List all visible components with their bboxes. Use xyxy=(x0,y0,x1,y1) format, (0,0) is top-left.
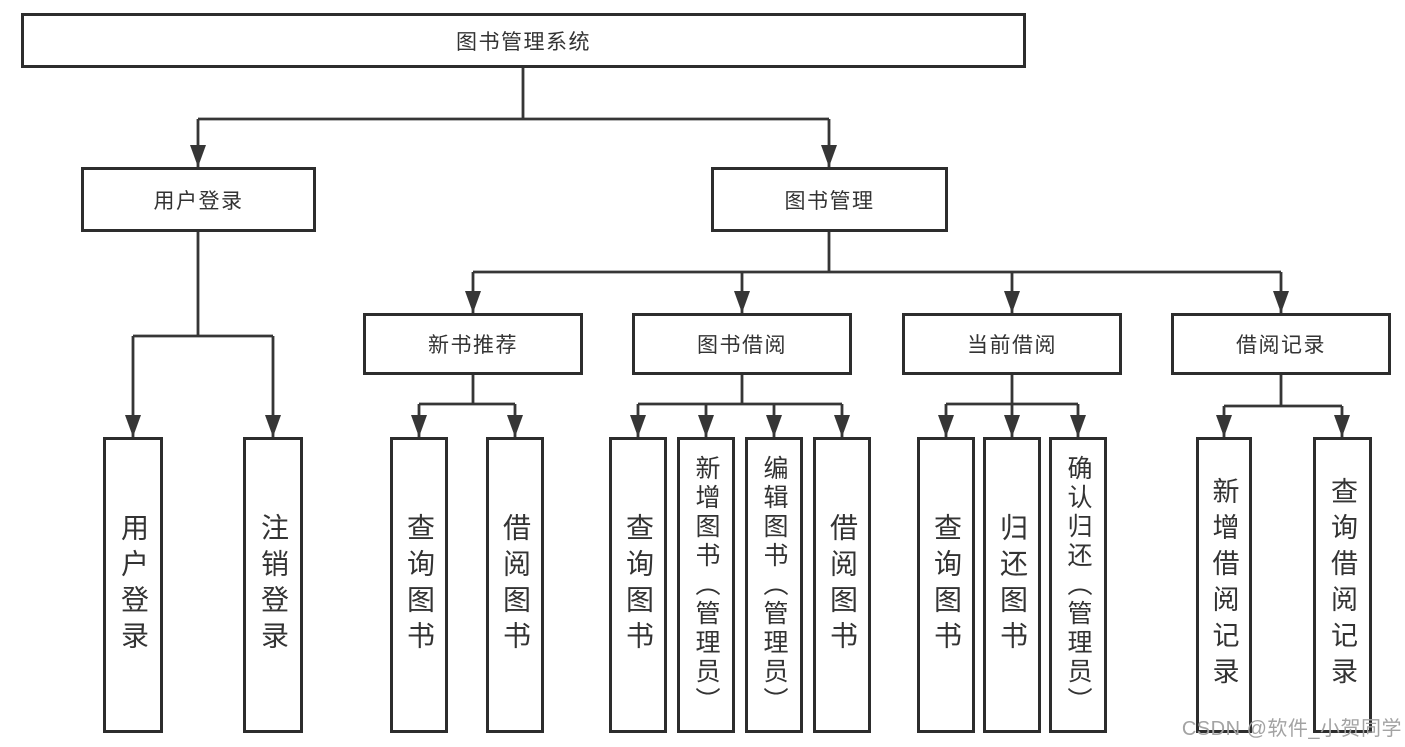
node-book-borrowing: 图书借阅 xyxy=(632,313,852,375)
node-book-borrowing-label: 图书借阅 xyxy=(697,334,787,357)
leaf-query-books-current: 查询图书 xyxy=(917,437,975,733)
leaf-return-books: 归还图书 xyxy=(983,437,1041,733)
node-current-borrowing: 当前借阅 xyxy=(902,313,1122,375)
leaf-user-login-label: 用户登录 xyxy=(118,513,149,657)
leaf-query-books-borrowing: 查询图书 xyxy=(609,437,667,733)
leaf-borrow-books-recommend-label: 借阅图书 xyxy=(500,513,531,657)
node-book-management-label: 图书管理 xyxy=(784,189,875,213)
node-new-book-recommend-label: 新书推荐 xyxy=(428,334,518,357)
leaf-return-books-label: 归还图书 xyxy=(997,513,1028,657)
leaf-query-borrow-record: 查询借阅记录 xyxy=(1313,437,1372,733)
leaf-query-books-recommend-label: 查询图书 xyxy=(404,513,435,657)
leaf-borrow-books-borrowing-label: 借阅图书 xyxy=(827,513,858,657)
leaf-confirm-return-admin: 确认归还（管理员） xyxy=(1049,437,1107,733)
leaf-confirm-return-admin-label: 确认归还（管理员） xyxy=(1064,454,1092,716)
leaf-add-borrow-record-label: 新增借阅记录 xyxy=(1208,477,1239,693)
leaf-add-borrow-record: 新增借阅记录 xyxy=(1196,437,1252,733)
node-current-borrowing-label: 当前借阅 xyxy=(967,334,1057,357)
leaf-query-books-borrowing-label: 查询图书 xyxy=(623,513,654,657)
csdn-watermark: CSDN @软件_小贺同学 xyxy=(1181,718,1402,740)
leaf-borrow-books-borrowing: 借阅图书 xyxy=(813,437,871,733)
leaf-add-books-admin: 新增图书（管理员） xyxy=(677,437,735,733)
node-borrowing-records-label: 借阅记录 xyxy=(1236,334,1326,357)
leaf-edit-books-admin: 编辑图书（管理员） xyxy=(745,437,803,733)
leaf-query-borrow-record-label: 查询借阅记录 xyxy=(1327,477,1357,693)
node-user-login: 用户登录 xyxy=(81,167,316,232)
leaf-logout: 注销登录 xyxy=(243,437,303,733)
leaf-borrow-books-recommend: 借阅图书 xyxy=(486,437,544,733)
leaf-logout-label: 注销登录 xyxy=(258,513,289,657)
node-root-label: 图书管理系统 xyxy=(456,30,591,54)
node-new-book-recommend: 新书推荐 xyxy=(363,313,583,375)
leaf-edit-books-admin-label: 编辑图书（管理员） xyxy=(760,454,788,716)
node-book-management: 图书管理 xyxy=(711,167,948,232)
leaf-query-books-recommend: 查询图书 xyxy=(390,437,448,733)
node-borrowing-records: 借阅记录 xyxy=(1171,313,1391,375)
leaf-query-books-current-label: 查询图书 xyxy=(931,513,962,657)
leaf-user-login: 用户登录 xyxy=(103,437,163,733)
leaf-add-books-admin-label: 新增图书（管理员） xyxy=(692,454,720,716)
node-user-login-label: 用户登录 xyxy=(153,189,244,213)
node-root: 图书管理系统 xyxy=(21,13,1026,68)
